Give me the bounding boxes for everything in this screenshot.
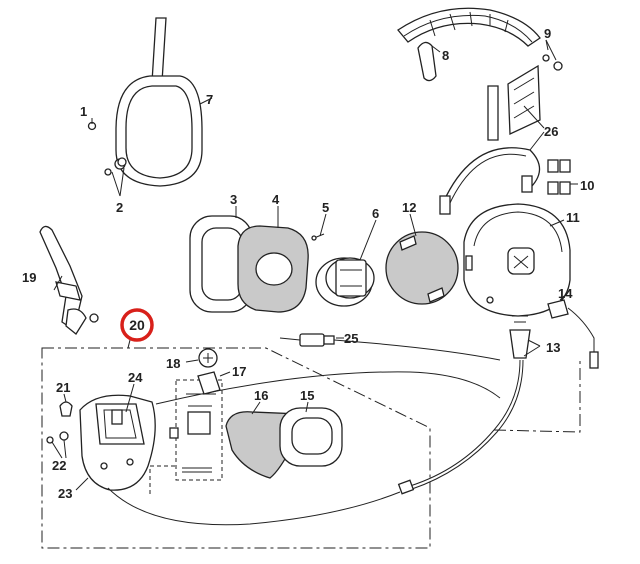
headband-cushion	[397, 7, 541, 82]
insulation-disc	[385, 231, 459, 305]
switch-assembly	[149, 348, 223, 494]
callout-labels: 1 2 3 4 5 6 7 8 9 10 11 12 13 14 15 16 1…	[22, 26, 594, 501]
callout-25: 25	[344, 331, 358, 346]
callout-23: 23	[58, 486, 72, 501]
mic-housing	[79, 394, 401, 526]
highlighted-callout-20[interactable]: 20	[120, 308, 154, 342]
highlight-ring	[120, 308, 154, 342]
mic-cover	[279, 407, 343, 467]
wire-clips	[547, 159, 571, 195]
callout-22: 22	[52, 458, 66, 473]
callout-5: 5	[322, 200, 329, 215]
left-ear-cup	[114, 17, 203, 187]
ear-seal	[189, 215, 253, 313]
callout-16: 16	[254, 388, 268, 403]
callout-4: 4	[272, 192, 280, 207]
callout-3: 3	[230, 192, 237, 207]
audio-plug	[279, 333, 501, 361]
mic-small-parts	[46, 401, 73, 444]
callout-11: 11	[566, 210, 580, 225]
speaker-element	[315, 257, 375, 307]
headband-screws	[542, 54, 563, 71]
callout-20: 20	[129, 317, 145, 333]
leader-lines	[51, 39, 578, 491]
right-ear-cup	[463, 203, 571, 317]
mic-boom-bracket	[39, 225, 99, 335]
callout-10: 10	[580, 178, 594, 193]
assembly-boundary-right	[493, 360, 581, 433]
callout-24: 24	[128, 370, 143, 385]
callout-14: 14	[558, 286, 573, 301]
pin	[311, 233, 325, 241]
callout-1: 1	[80, 104, 87, 119]
callout-21: 21	[56, 380, 70, 395]
headband-wire	[439, 64, 541, 215]
callout-2: 2	[116, 200, 123, 215]
callout-18: 18	[166, 356, 180, 371]
foam-disc	[237, 225, 309, 313]
callout-12: 12	[402, 200, 416, 215]
callout-6: 6	[372, 206, 379, 221]
callout-15: 15	[300, 388, 314, 403]
callout-9: 9	[544, 26, 551, 41]
callout-17: 17	[232, 364, 246, 379]
main-cable	[155, 359, 524, 495]
assembly-boundary	[41, 347, 431, 549]
callout-19: 19	[22, 270, 36, 285]
cable-relief	[509, 299, 599, 369]
callout-8: 8	[442, 48, 449, 63]
callout-7: 7	[206, 92, 213, 107]
callout-26: 26	[544, 124, 558, 139]
callout-13: 13	[546, 340, 560, 355]
